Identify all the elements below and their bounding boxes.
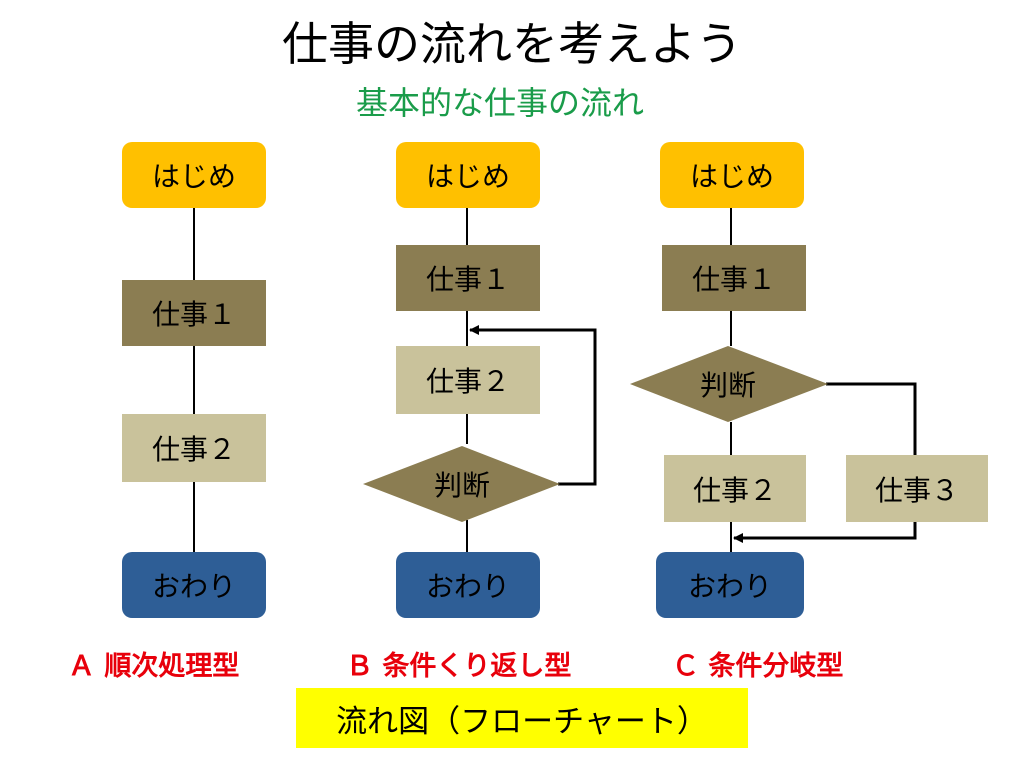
- decision-diamond-b: [363, 446, 560, 522]
- decision-diamond-c: [630, 346, 828, 422]
- flow-a-start: はじめ: [122, 142, 266, 208]
- flow-a-end: おわり: [122, 552, 266, 618]
- flow-c-decision-label: 判断: [699, 369, 756, 402]
- flow-b-start: はじめ: [396, 142, 540, 208]
- flow-c-start: はじめ: [660, 142, 804, 208]
- flow-b-decision-label: 判断: [433, 469, 490, 502]
- flow-b-end: おわり: [396, 552, 540, 618]
- flow-c-task1: 仕事１: [662, 245, 806, 311]
- flow-a-task2: 仕事２: [122, 414, 266, 482]
- flow-c-task2: 仕事２: [664, 455, 806, 522]
- flow-b-task2: 仕事２: [396, 346, 540, 414]
- caption-b: Ｂ 条件くり返し型: [346, 651, 572, 682]
- flow-a-task1: 仕事１: [122, 280, 266, 346]
- flow-c-end: おわり: [656, 552, 804, 618]
- flow-b-task1: 仕事１: [396, 245, 540, 311]
- merge-arrow-c: [733, 522, 917, 543]
- flow-c-task3: 仕事３: [846, 455, 988, 522]
- flowchart-banner: 流れ図（フローチャート）: [296, 688, 748, 748]
- branch-line-c: [826, 382, 917, 455]
- caption-c: Ｃ 条件分岐型: [672, 651, 844, 682]
- caption-a: Ａ 順次処理型: [68, 651, 240, 682]
- page-title: 仕事の流れを考えよう: [282, 17, 742, 71]
- page-subtitle: 基本的な仕事の流れ: [355, 84, 644, 122]
- loop-arrow-b: [469, 325, 597, 486]
